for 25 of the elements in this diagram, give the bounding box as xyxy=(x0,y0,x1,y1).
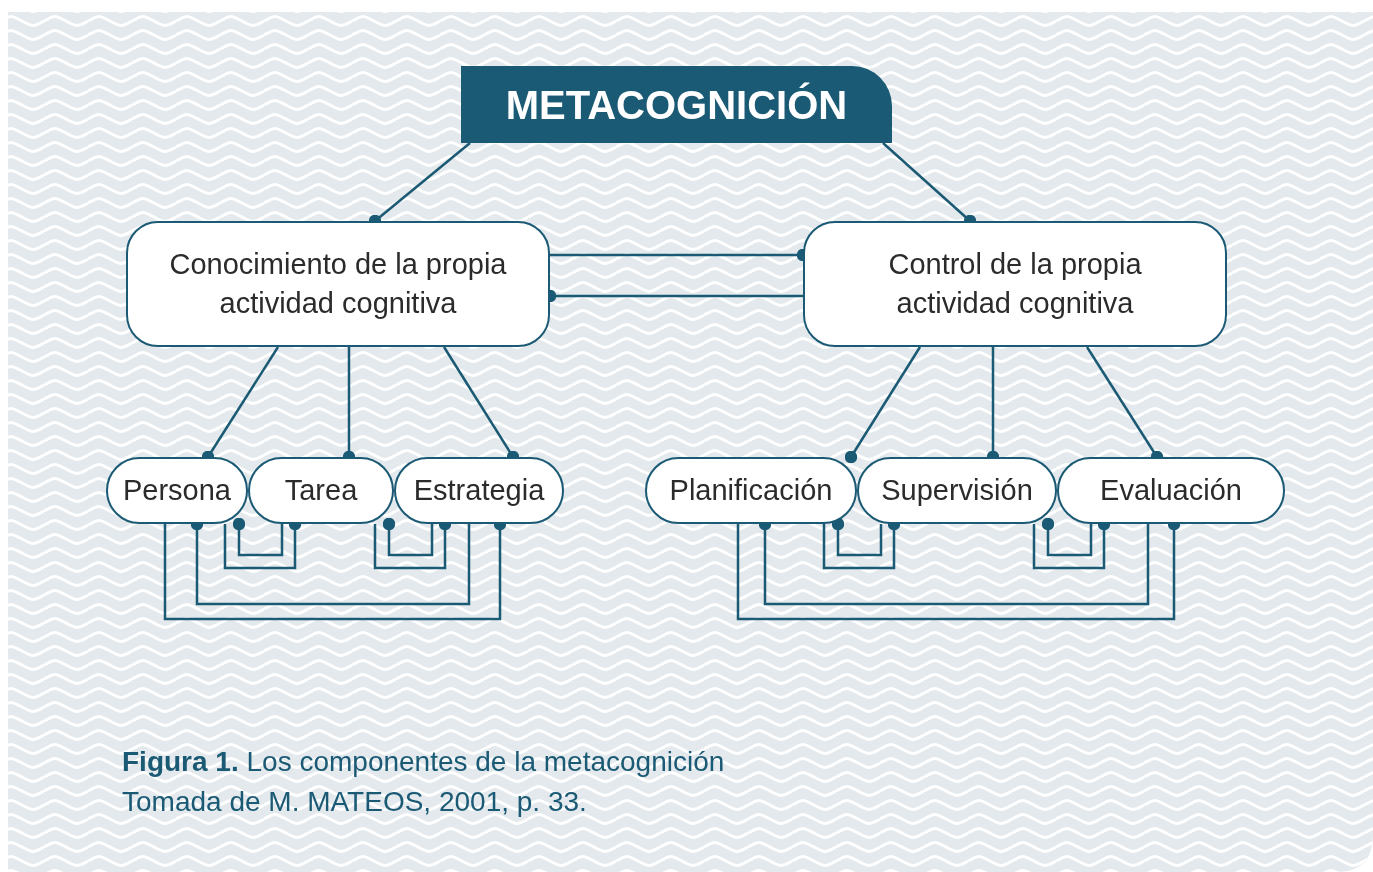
node-label: Tarea xyxy=(284,472,358,508)
node-label: Control de la propia actividad cognitiva xyxy=(887,246,1143,321)
component-pill xyxy=(645,457,857,524)
node-label: Estrategia xyxy=(413,472,545,508)
concept-box xyxy=(803,221,1227,347)
source-note: Tomada de M. MATEOS, 2001, p. 33. xyxy=(122,786,587,818)
component-pill xyxy=(106,457,248,524)
connector-line xyxy=(1041,517,1093,557)
connector-line xyxy=(844,346,922,464)
component-pill xyxy=(394,457,564,524)
component-pill xyxy=(248,457,394,524)
component-pill xyxy=(1057,457,1285,524)
node-label: Persona xyxy=(123,472,231,508)
figure-caption: Figura 1. Los componentes de la metacognición xyxy=(122,746,725,778)
concept-box xyxy=(126,221,550,347)
connector-line xyxy=(382,517,434,557)
connector-line xyxy=(232,517,284,557)
node-label: Supervisión xyxy=(881,472,1033,508)
connector-line xyxy=(831,517,883,557)
node-label: Conocimiento de la propia actividad cognitiva xyxy=(168,246,508,321)
title-text: METACOGNICIÓN xyxy=(505,81,848,129)
node-label: Evaluación xyxy=(1100,472,1242,508)
component-pill xyxy=(857,457,1057,524)
title-banner xyxy=(461,66,892,143)
node-label: Planificación xyxy=(669,472,833,508)
